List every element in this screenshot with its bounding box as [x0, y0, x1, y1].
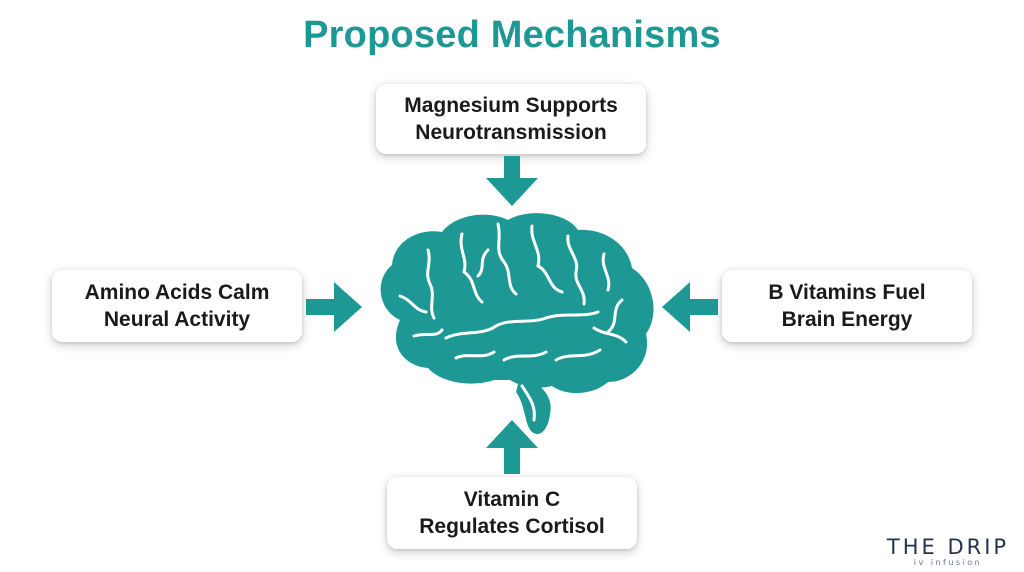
mechanism-label-vitamin-c: Vitamin C Regulates Cortisol	[419, 488, 605, 538]
diagram-title: Proposed Mechanisms	[303, 14, 721, 56]
mechanism-card-vitamin-c: Vitamin C Regulates Cortisol	[387, 477, 637, 549]
brand-logo-tagline: iv infusion	[913, 558, 983, 567]
mechanism-card-amino-acids: Amino Acids Calm Neural Activity	[52, 270, 302, 342]
arrow-up-icon	[486, 420, 538, 474]
mechanism-label-amino-acids: Amino Acids Calm Neural Activity	[84, 281, 270, 331]
brand-logo-name: THE DRIP	[886, 535, 1010, 559]
mechanism-label-magnesium: Magnesium Supports Neurotransmission	[404, 94, 618, 144]
arrow-down-icon	[486, 156, 538, 206]
mechanism-card-magnesium: Magnesium Supports Neurotransmission	[376, 84, 646, 154]
arrow-left-icon	[662, 282, 718, 332]
arrow-right-icon	[306, 282, 362, 332]
brand-logo: THE DRIP iv infusion	[880, 536, 1016, 568]
mechanism-label-b-vitamins: B Vitamins Fuel Brain Energy	[768, 281, 926, 331]
mechanism-card-b-vitamins: B Vitamins Fuel Brain Energy	[722, 270, 972, 342]
brain-icon	[380, 213, 654, 434]
